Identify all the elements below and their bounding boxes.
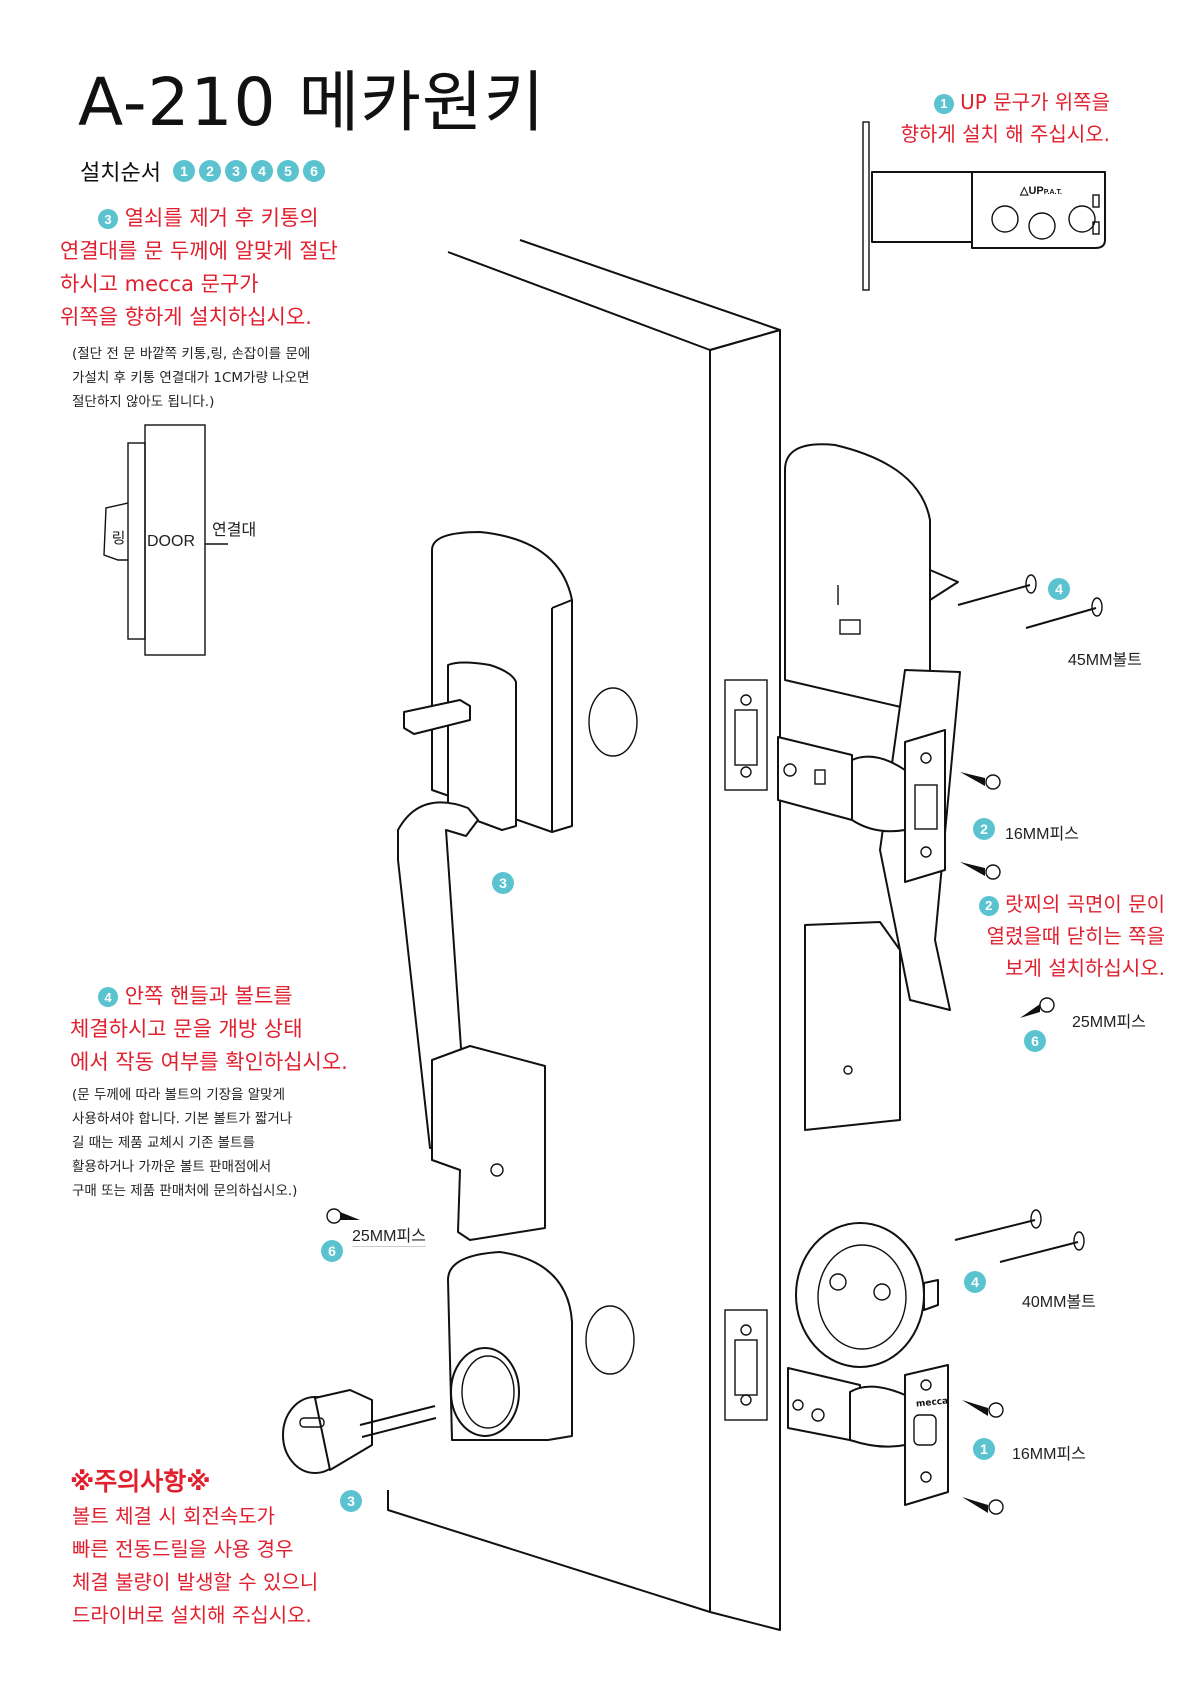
bolts-45mm xyxy=(957,574,1103,629)
step4-badge: 4 xyxy=(98,987,118,1007)
screw16-lower-badge: 1 xyxy=(973,1438,995,1460)
step-badge-3: 3 xyxy=(224,160,247,182)
handle-badge: 3 xyxy=(492,872,514,894)
bolt45-label: 45MM볼트 xyxy=(1068,652,1142,669)
step4-subline: 사용하셔야 합니다. 기본 볼트가 짧거나 xyxy=(72,1111,293,1127)
door-section-sketch xyxy=(103,424,228,656)
step3-badge: 3 xyxy=(98,209,118,229)
step-badge-5: 5 xyxy=(276,160,299,182)
bolt40-label: 40MM볼트 xyxy=(1022,1294,1096,1311)
caution-line: 빠른 전동드릴을 사용 경우 xyxy=(72,1537,294,1561)
step-badge-2: 2 xyxy=(198,160,221,182)
lower-latch xyxy=(787,1364,949,1506)
step4-line: 안쪽 핸들과 볼트를 xyxy=(124,984,293,1008)
step4-subnote: (문 두께에 따라 볼트의 기장을 알맞게 사용하셔야 합니다. 기본 볼트가 … xyxy=(72,1083,392,1203)
outer-rose xyxy=(447,1251,573,1441)
step-badge-1: 1 xyxy=(172,160,195,182)
screw25-left-badge: 6 xyxy=(321,1240,343,1262)
step3-subline: 가설치 후 키통 연결대가 1CM가량 나오면 xyxy=(72,370,310,386)
connector-label: 연결대 xyxy=(212,522,257,539)
step1-line: 향하게 설치 해 주십시오. xyxy=(900,122,1110,146)
step1-line: UP 문구가 위쪽을 xyxy=(960,90,1110,114)
key-cylinder xyxy=(282,1389,437,1474)
step2-badge: 2 xyxy=(978,895,999,916)
step2-line: 열렸을때 닫히는 쪽을 xyxy=(986,924,1165,948)
step3-note: 3 열쇠를 제거 후 키통의 연결대를 문 두께에 알맞게 절단 하시고 mec… xyxy=(60,202,360,334)
outer-handle xyxy=(397,531,573,1241)
step2-line: 보게 설치하십시오. xyxy=(1005,956,1165,980)
step1-badge: 1 xyxy=(933,93,954,114)
door-slab xyxy=(387,239,781,1631)
step3-line: 위쪽을 향하게 설치하십시오. xyxy=(60,305,312,329)
step4-subline: (문 두께에 따라 볼트의 기장을 알맞게 xyxy=(72,1087,286,1103)
ring-label: 링 xyxy=(109,530,126,545)
cylinder-badge: 3 xyxy=(340,1490,362,1512)
install-order-label: 설치순서 xyxy=(80,161,161,186)
step-badge-6: 6 xyxy=(302,160,325,182)
latch-up-mark: △UPP.A.T. xyxy=(1020,184,1062,197)
door-label: DOOR xyxy=(147,533,195,550)
caution-line: 드라이버로 설치해 주십시오. xyxy=(72,1603,312,1627)
screw25-right-label: 25MM피스 xyxy=(1072,1014,1146,1031)
step1-note: 1 UP 문구가 위쪽을 향하게 설치 해 주십시오. xyxy=(901,86,1110,150)
install-order: 설치순서 1 2 3 4 5 6 xyxy=(80,155,325,187)
step4-note: 4 안쪽 핸들과 볼트를 체결하시고 문을 개방 상태 에서 작동 여부를 확인… xyxy=(70,980,390,1079)
bolt40-badge: 4 xyxy=(964,1271,986,1293)
deadbolt-rose xyxy=(795,1222,939,1368)
step4-subline: 구매 또는 제품 판매처에 문의하십시오.) xyxy=(72,1183,298,1199)
up-mark-text: △UP xyxy=(1020,185,1044,197)
step4-subline: 길 때는 제품 교체시 기존 볼트를 xyxy=(72,1135,255,1151)
screws xyxy=(326,772,1055,1515)
caution-line: 체결 불량이 발생할 수 있으니 xyxy=(72,1570,319,1594)
screw16-upper-badge: 2 xyxy=(973,818,995,840)
inner-handle xyxy=(784,443,961,1131)
step2-line: 랏찌의 곡면이 문이 xyxy=(1005,892,1165,916)
step3-subnote: (절단 전 문 바깥쪽 키통,링, 손잡이를 문에 가설치 후 키통 연결대가 … xyxy=(72,342,372,414)
step2-note: 2 랏찌의 곡면이 문이 열렸을때 닫히는 쪽을 보게 설치하십시오. xyxy=(978,888,1165,984)
screw16-lower-label: 16MM피스 xyxy=(1012,1446,1086,1463)
step4-line: 체결하시고 문을 개방 상태 xyxy=(70,1017,303,1041)
screw16-upper-label: 16MM피스 xyxy=(1005,826,1079,843)
step3-line: 하시고 mecca 문구가 xyxy=(60,272,259,296)
caution-line: 볼트 체결 시 회전속도가 xyxy=(72,1504,276,1528)
step3-line: 연결대를 문 두께에 알맞게 절단 xyxy=(60,239,338,263)
step3-line: 열쇠를 제거 후 키통의 xyxy=(124,206,319,230)
step4-line: 에서 작동 여부를 확인하십시오. xyxy=(70,1050,348,1074)
bolt45-badge: 4 xyxy=(1048,578,1070,600)
screw25-left-label: 25MM피스 xyxy=(352,1222,426,1247)
screw25-right-badge: 6 xyxy=(1024,1030,1046,1052)
latch-detail xyxy=(862,121,1106,291)
step4-subline: 활용하거나 가까운 볼트 판매점에서 xyxy=(72,1159,272,1175)
caution-body: 볼트 체결 시 회전속도가 빠른 전동드릴을 사용 경우 체결 불량이 발생할 … xyxy=(72,1500,318,1632)
caution-title: ※주의사항※ xyxy=(70,1467,211,1496)
upper-latch xyxy=(777,729,946,883)
step-badge-4: 4 xyxy=(250,160,273,182)
bolts-40mm xyxy=(954,1209,1085,1263)
step3-subline: 절단하지 않아도 됩니다.) xyxy=(72,394,215,410)
pat-mark-text: P.A.T. xyxy=(1043,189,1062,196)
page-title: A-210 메카원키 xyxy=(78,64,546,141)
step3-subline: (절단 전 문 바깥쪽 키통,링, 손잡이를 문에 xyxy=(72,346,311,362)
